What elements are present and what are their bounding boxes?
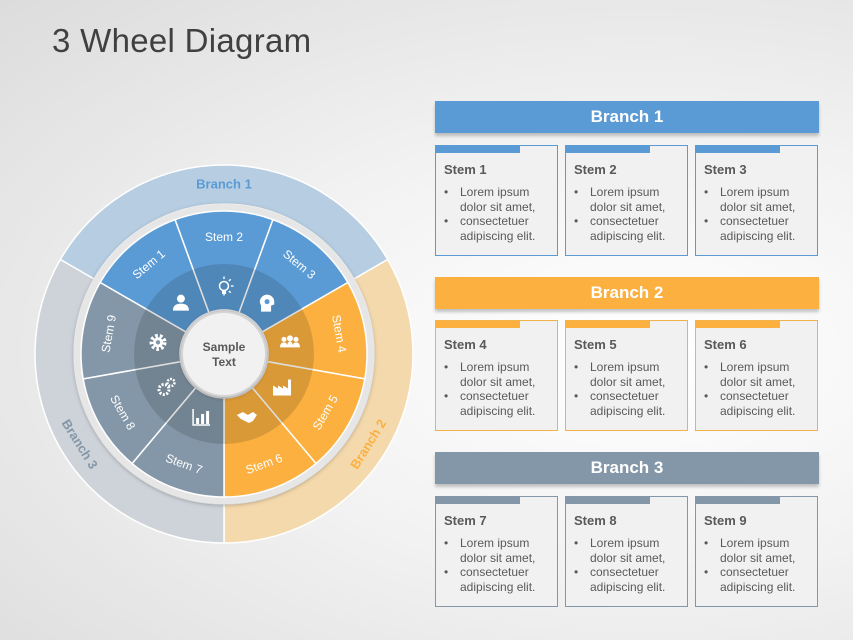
bullet-item: Lorem ipsum dolor sit amet, <box>444 536 557 565</box>
branch-3-header: Branch 3 <box>435 452 819 484</box>
branch-2-header: Branch 2 <box>435 277 819 309</box>
stem-card-4: Stem 4 Lorem ipsum dolor sit amet,consect… <box>435 320 558 431</box>
card-accent-tab <box>436 497 520 504</box>
user-icon <box>172 294 189 311</box>
stem-bullet-list: Lorem ipsum dolor sit amet,consectetuer … <box>574 360 687 418</box>
bullet-item: consectetuer adipiscing elit. <box>574 214 687 243</box>
bullet-item: consectetuer adipiscing elit. <box>574 565 687 594</box>
stem-bullet-list: Lorem ipsum dolor sit amet,consectetuer … <box>574 536 687 594</box>
stem-segment-8 <box>82 360 197 465</box>
bullet-item: Lorem ipsum dolor sit amet, <box>704 360 817 389</box>
bullet-item: consectetuer adipiscing elit. <box>704 214 817 243</box>
stem-bullet-list: Lorem ipsum dolor sit amet,consectetuer … <box>444 185 557 243</box>
bullet-item: consectetuer adipiscing elit. <box>704 389 817 418</box>
handshake-icon <box>236 411 257 423</box>
card-accent-tab <box>566 146 650 153</box>
page-title: 3 Wheel Diagram <box>52 22 312 59</box>
stem-card-8: Stem 8 Lorem ipsum dolor sit amet,consect… <box>565 496 688 607</box>
branch-1-header: Branch 1 <box>435 101 819 133</box>
team-icon <box>279 335 300 348</box>
center-text-line1: Sample <box>203 340 246 354</box>
stem-card-3: Stem 3 Lorem ipsum dolor sit amet,consect… <box>695 145 818 256</box>
bar-chart-icon <box>192 408 211 426</box>
bullet-item: consectetuer adipiscing elit. <box>574 389 687 418</box>
head-gear-icon <box>259 294 275 312</box>
bullet-item: Lorem ipsum dolor sit amet, <box>444 185 557 214</box>
card-accent-tab <box>436 321 520 328</box>
outer-ring <box>34 164 414 544</box>
stem-card-1: Stem 1 Lorem ipsum dolor sit amet,consect… <box>435 145 558 256</box>
stem-card-title: Stem 8 <box>574 513 617 528</box>
stem-card-title: Stem 1 <box>444 162 487 177</box>
card-accent-tab <box>696 146 780 153</box>
stem-card-title: Stem 3 <box>704 162 747 177</box>
bullet-item: Lorem ipsum dolor sit amet, <box>574 185 687 214</box>
stem-card-title: Stem 5 <box>574 337 617 352</box>
bullet-item: consectetuer adipiscing elit. <box>704 565 817 594</box>
stem-card-6: Stem 6 Lorem ipsum dolor sit amet,consect… <box>695 320 818 431</box>
stem-segment-label: Stem 2 <box>205 230 243 244</box>
bullet-item: consectetuer adipiscing elit. <box>444 565 557 594</box>
lightbulb-icon <box>218 276 234 296</box>
factory-icon <box>273 379 292 396</box>
center-circle <box>181 311 267 397</box>
stem-bullet-list: Lorem ipsum dolor sit amet,consectetuer … <box>704 185 817 243</box>
card-accent-tab <box>696 497 780 504</box>
stem-card-5: Stem 5 Lorem ipsum dolor sit amet,consect… <box>565 320 688 431</box>
stem-bullet-list: Lorem ipsum dolor sit amet,consectetuer … <box>444 536 557 594</box>
bullet-item: Lorem ipsum dolor sit amet, <box>704 185 817 214</box>
card-accent-tab <box>566 321 650 328</box>
bullet-item: Lorem ipsum dolor sit amet, <box>444 360 557 389</box>
card-accent-tab <box>566 497 650 504</box>
bullet-item: consectetuer adipiscing elit. <box>444 389 557 418</box>
stem-segment-7 <box>131 386 225 498</box>
stem-icons <box>149 276 300 426</box>
gears-icon <box>157 377 176 396</box>
bullet-item: Lorem ipsum dolor sit amet, <box>574 536 687 565</box>
stem-segment-9 <box>80 281 187 380</box>
bullet-item: Lorem ipsum dolor sit amet, <box>704 536 817 565</box>
stem-bullet-list: Lorem ipsum dolor sit amet,consectetuer … <box>704 360 817 418</box>
card-accent-tab <box>696 321 780 328</box>
gear-icon <box>149 333 167 351</box>
bullet-item: Lorem ipsum dolor sit amet, <box>574 360 687 389</box>
stem-bullet-list: Lorem ipsum dolor sit amet,consectetuer … <box>444 360 557 418</box>
bullet-item: consectetuer adipiscing elit. <box>444 214 557 243</box>
stem-card-title: Stem 7 <box>444 513 487 528</box>
stem-bullet-list: Lorem ipsum dolor sit amet,consectetuer … <box>574 185 687 243</box>
stem-card-7: Stem 7 Lorem ipsum dolor sit amet,consect… <box>435 496 558 607</box>
stem-card-title: Stem 2 <box>574 162 617 177</box>
stem-card-title: Stem 6 <box>704 337 747 352</box>
center-text-line2: Text <box>212 355 236 369</box>
branch-1-ring-label: Branch 1 <box>196 177 252 192</box>
card-accent-tab <box>436 146 520 153</box>
stem-card-title: Stem 9 <box>704 513 747 528</box>
stem-card-2: Stem 2 Lorem ipsum dolor sit amet,consect… <box>565 145 688 256</box>
stem-segment-label: Stem 9 <box>99 313 119 353</box>
stem-bullet-list: Lorem ipsum dolor sit amet,consectetuer … <box>704 536 817 594</box>
stem-card-title: Stem 4 <box>444 337 487 352</box>
stem-segment-label: Stem 4 <box>329 314 349 354</box>
stem-segment-4 <box>261 281 368 380</box>
stem-segment-2 <box>174 210 274 314</box>
stem-card-9: Stem 9 Lorem ipsum dolor sit amet,consect… <box>695 496 818 607</box>
